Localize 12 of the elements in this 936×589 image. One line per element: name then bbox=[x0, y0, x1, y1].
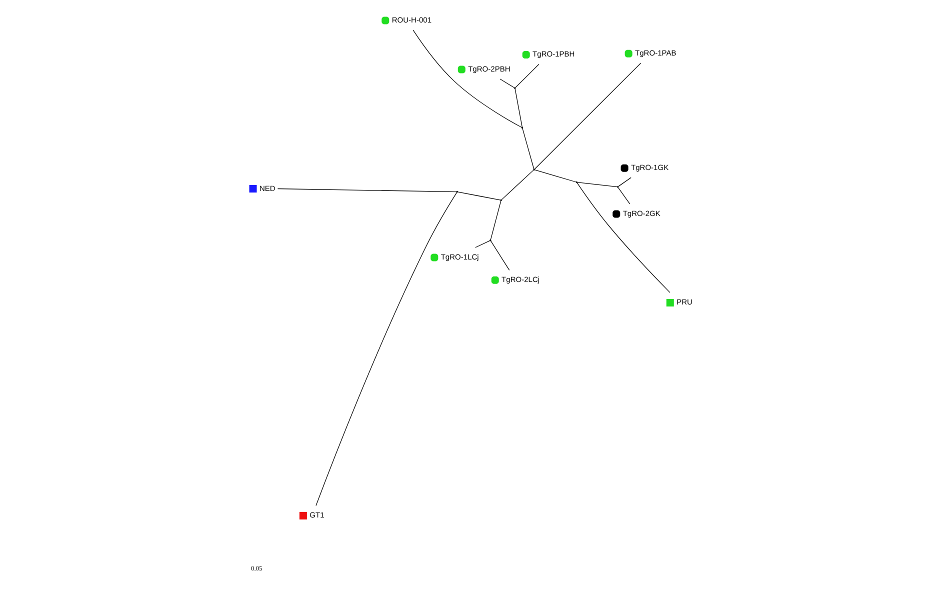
node-box bbox=[666, 298, 674, 306]
node-box bbox=[248, 185, 256, 193]
node-point bbox=[489, 240, 491, 242]
connector bbox=[276, 188, 456, 192]
connector bbox=[617, 187, 630, 204]
node-point bbox=[456, 190, 458, 193]
node-point bbox=[616, 186, 618, 188]
connector bbox=[315, 192, 457, 506]
connector bbox=[576, 182, 670, 293]
connector bbox=[618, 177, 631, 187]
node-point bbox=[532, 168, 534, 170]
node-box bbox=[298, 512, 306, 520]
